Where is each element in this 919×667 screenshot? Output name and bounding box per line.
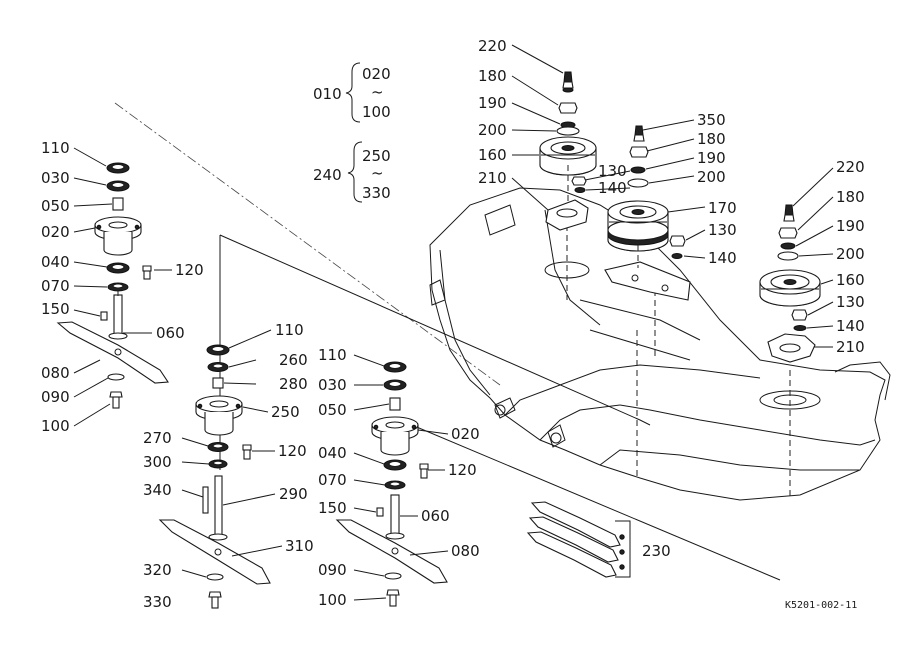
tilde-2: ~ (371, 164, 384, 182)
label-160: 160 (478, 146, 507, 164)
assembly-frame-lines (219, 234, 781, 581)
label-110: 110 (318, 346, 347, 364)
label-170: 170 (708, 199, 737, 217)
label-110: 110 (41, 139, 70, 157)
label-120: 120 (278, 442, 307, 460)
label-080: 080 (451, 542, 480, 560)
label-220: 220 (836, 158, 865, 176)
label-160: 160 (836, 271, 865, 289)
label-020: 020 (451, 425, 480, 443)
pulley-assembly-center (571, 125, 691, 301)
label-220: 220 (478, 37, 507, 55)
label-060: 060 (156, 324, 185, 342)
label-290: 290 (279, 485, 308, 503)
drawing-code: K5201-002-11 (785, 600, 857, 611)
label-100: 100 (41, 417, 70, 435)
label-150: 150 (318, 499, 347, 517)
label-020-range: 020 (362, 65, 391, 83)
label-210: 210 (836, 338, 865, 356)
label-140: 140 (836, 317, 865, 335)
label-210: 210 (478, 169, 507, 187)
label-350: 350 (697, 111, 726, 129)
label-060: 060 (421, 507, 450, 525)
part-labels: 220 180 190 200 160 210 350 180 130 190 … (41, 37, 865, 611)
label-340: 340 (143, 481, 172, 499)
label-230: 230 (642, 542, 671, 560)
tilde-1: ~ (371, 83, 384, 101)
reference-bracket-010: 010 020 ~ 100 (313, 62, 391, 123)
pulley-assembly-left (539, 71, 597, 231)
label-200: 200 (478, 121, 507, 139)
label-140: 140 (708, 249, 737, 267)
pulley-assembly-right (759, 204, 821, 363)
blade-set-230 (526, 501, 631, 578)
label-140: 140 (598, 179, 627, 197)
label-090: 090 (41, 388, 70, 406)
label-070: 070 (318, 471, 347, 489)
label-130: 130 (836, 293, 865, 311)
label-030: 030 (318, 376, 347, 394)
label-050: 050 (318, 401, 347, 419)
label-090: 090 (318, 561, 347, 579)
label-150: 150 (41, 300, 70, 318)
label-030: 030 (41, 169, 70, 187)
label-240: 240 (313, 166, 342, 184)
label-200: 200 (836, 245, 865, 263)
label-260: 260 (279, 351, 308, 369)
label-180: 180 (697, 130, 726, 148)
label-330-range: 330 (362, 184, 391, 202)
label-130: 130 (598, 162, 627, 180)
leader-lines (73, 44, 834, 601)
label-100-range: 100 (362, 103, 391, 121)
reference-bracket-240: 240 250 ~ 330 (313, 141, 391, 203)
label-110: 110 (275, 321, 304, 339)
label-130: 130 (708, 221, 737, 239)
label-190: 190 (836, 217, 865, 235)
label-180: 180 (478, 67, 507, 85)
label-250-range: 250 (362, 147, 391, 165)
label-120: 120 (448, 461, 477, 479)
label-190: 190 (697, 149, 726, 167)
label-080: 080 (41, 364, 70, 382)
label-310: 310 (285, 537, 314, 555)
label-250: 250 (271, 403, 300, 421)
label-040: 040 (41, 253, 70, 271)
label-010: 010 (313, 85, 342, 103)
spindle-assembly-left (56, 162, 169, 409)
label-280: 280 (279, 375, 308, 393)
label-020: 020 (41, 223, 70, 241)
label-300: 300 (143, 453, 172, 471)
label-180: 180 (836, 188, 865, 206)
spindle-assembly-center (158, 344, 271, 609)
label-320: 320 (143, 561, 172, 579)
label-070: 070 (41, 277, 70, 295)
label-270: 270 (143, 429, 172, 447)
label-100: 100 (318, 591, 347, 609)
label-050: 050 (41, 197, 70, 215)
label-200: 200 (697, 168, 726, 186)
label-040: 040 (318, 444, 347, 462)
label-120: 120 (175, 261, 204, 279)
spindle-assembly-right (335, 361, 448, 607)
label-190: 190 (478, 94, 507, 112)
label-330: 330 (143, 593, 172, 611)
